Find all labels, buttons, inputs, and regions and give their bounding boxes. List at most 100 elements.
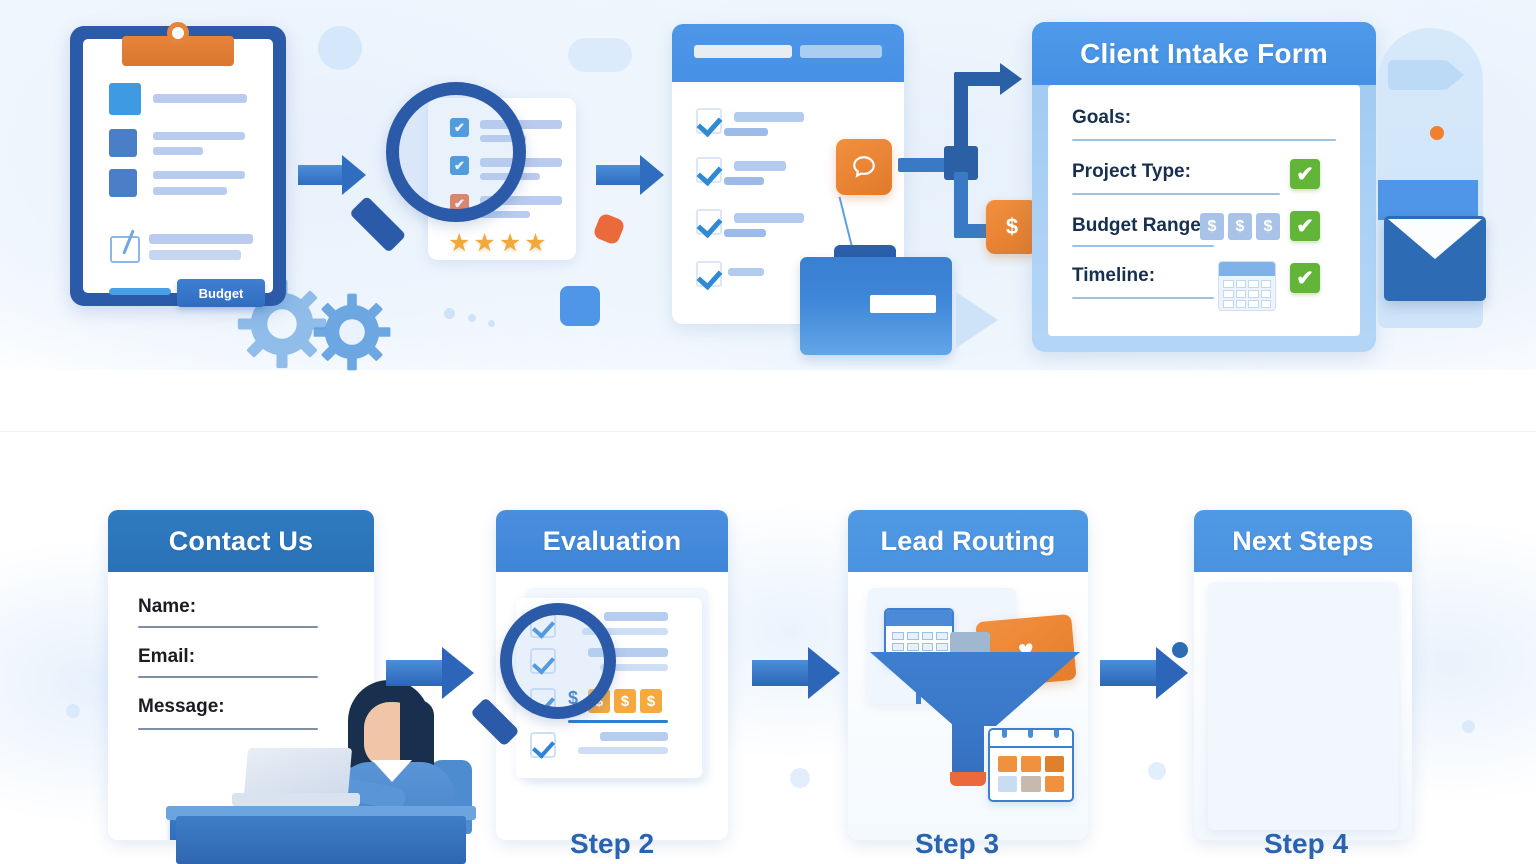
- calendar-header: [1219, 262, 1275, 276]
- field-check-badge: ✔: [1290, 263, 1320, 293]
- step-label-4: Step 4: [1264, 828, 1349, 859]
- calendar-header: [990, 730, 1072, 748]
- clipboard-line: [149, 234, 253, 244]
- field-underline: [1072, 245, 1214, 247]
- decor-dot: [1430, 126, 1444, 140]
- field-underline: [1072, 139, 1336, 141]
- step-label-3: Step 3: [915, 828, 1000, 859]
- calendar-grid: [998, 756, 1064, 792]
- calendar-icon: [988, 728, 1074, 802]
- chat-bubble-glyph: [853, 156, 875, 178]
- clipboard-signature-box: [110, 236, 140, 263]
- check-glyph: ✔: [1296, 162, 1314, 186]
- magnifier-lens-icon: [386, 82, 526, 222]
- decor-dot: [790, 768, 810, 788]
- intake-form-title: Client Intake Form: [1080, 37, 1328, 69]
- budget-dollar-icon: $: [1256, 213, 1280, 240]
- flow-arrow: [752, 647, 840, 699]
- decor-circle: [318, 26, 362, 70]
- flow-arrow: [298, 155, 366, 195]
- panel-title: Contact Us: [168, 525, 314, 556]
- routing-line: [954, 172, 968, 238]
- field-underline: [1072, 193, 1280, 195]
- decor-square: [568, 38, 632, 72]
- flow-arrow: [596, 155, 664, 195]
- message-field-label: Message:: [138, 696, 225, 717]
- top-illustration-band: Budget ✔ ✔ ✔ ★ ★ ★ ★: [0, 0, 1536, 432]
- intake-form-header: Client Intake Form: [1032, 22, 1376, 85]
- evaluation-line: [582, 628, 668, 635]
- star-icon: ★: [524, 229, 547, 257]
- bottom-steps-band: Contact Us Name: Email: Message: Send: [0, 432, 1536, 864]
- panel-header: Evaluation: [496, 510, 728, 572]
- decor-dot: [468, 314, 476, 322]
- magnifier-lens-icon: [500, 603, 616, 719]
- funnel-neck: [952, 723, 984, 775]
- form-field-row: Budget Range:: [1072, 215, 1342, 237]
- decor-dot: [1172, 642, 1188, 658]
- message-field-input[interactable]: [138, 728, 318, 730]
- laptop-base: [232, 793, 360, 807]
- clipboard-line: [153, 171, 245, 179]
- envelope-icon: [1384, 216, 1486, 301]
- field-label: Timeline:: [1072, 265, 1156, 286]
- routing-line: [898, 158, 954, 172]
- star-icon: ★: [448, 229, 471, 257]
- calendar-header: [886, 610, 952, 627]
- titlebar-pill: [800, 45, 882, 58]
- budget-button[interactable]: Budget: [177, 279, 265, 307]
- decor-dot: [488, 320, 495, 327]
- money-badge: $: [614, 689, 636, 713]
- clipboard-line: [153, 147, 203, 155]
- step-label-2: Step 2: [570, 828, 655, 859]
- email-field-input[interactable]: [138, 676, 318, 678]
- decor-triangle: [1446, 60, 1464, 90]
- form-field-row: Timeline:: [1072, 265, 1342, 287]
- clipboard-checkbox: [109, 129, 137, 157]
- decor-pill: [1388, 60, 1448, 90]
- panel-title: Lead Routing: [880, 525, 1056, 556]
- clipboard-line: [149, 250, 241, 260]
- titlebar-pill: [694, 45, 792, 58]
- field-label: Goals:: [1072, 107, 1132, 128]
- name-field-input[interactable]: [138, 626, 318, 628]
- money-badge: $: [640, 689, 662, 713]
- form-field-row: Goals:: [1072, 107, 1342, 129]
- check-glyph: ✔: [1296, 214, 1314, 238]
- chat-bubble-icon: [836, 139, 892, 195]
- panel-title: Next Steps: [1232, 525, 1374, 556]
- form-field-row: Project Type:: [1072, 161, 1342, 183]
- clipboard-line: [153, 132, 245, 140]
- calendar-grid: [892, 632, 948, 651]
- name-field-label: Name:: [138, 596, 197, 617]
- intake-clipboard: Budget: [70, 22, 286, 307]
- clipboard-checkbox: [109, 83, 141, 115]
- decor-dot: [444, 308, 455, 319]
- evaluation-line: [604, 612, 668, 621]
- email-envelope-panel: [1378, 28, 1536, 358]
- evaluation-line: [578, 747, 668, 754]
- decor-arrow: [956, 292, 998, 348]
- decor-strip: [1378, 180, 1478, 220]
- field-underline: [1072, 297, 1214, 299]
- clipboard-paper: Budget: [83, 39, 273, 307]
- panel-header: Lead Routing: [848, 510, 1088, 572]
- panel-next-steps: Next Steps: [1194, 510, 1412, 840]
- clipboard-accent-bar: [109, 288, 171, 295]
- panel-header: Next Steps: [1194, 510, 1412, 572]
- clipboard-line: [153, 94, 247, 103]
- evaluation-line: [600, 664, 668, 671]
- calendar-icon: [1218, 261, 1276, 311]
- budget-dollar-icon: $: [1228, 213, 1252, 240]
- evaluation-underline: [568, 720, 668, 723]
- gear-icon: [313, 293, 391, 371]
- decor-square: [560, 286, 600, 326]
- clipboard-ring: [167, 22, 189, 44]
- star-icon: ★: [473, 229, 496, 257]
- star-icon: ★: [498, 229, 522, 257]
- clipboard-checkbox: [109, 169, 137, 197]
- routing-line: [954, 72, 1008, 86]
- document-titlebar: [672, 24, 904, 82]
- folder-body: [800, 257, 952, 355]
- folder-document: [870, 295, 936, 313]
